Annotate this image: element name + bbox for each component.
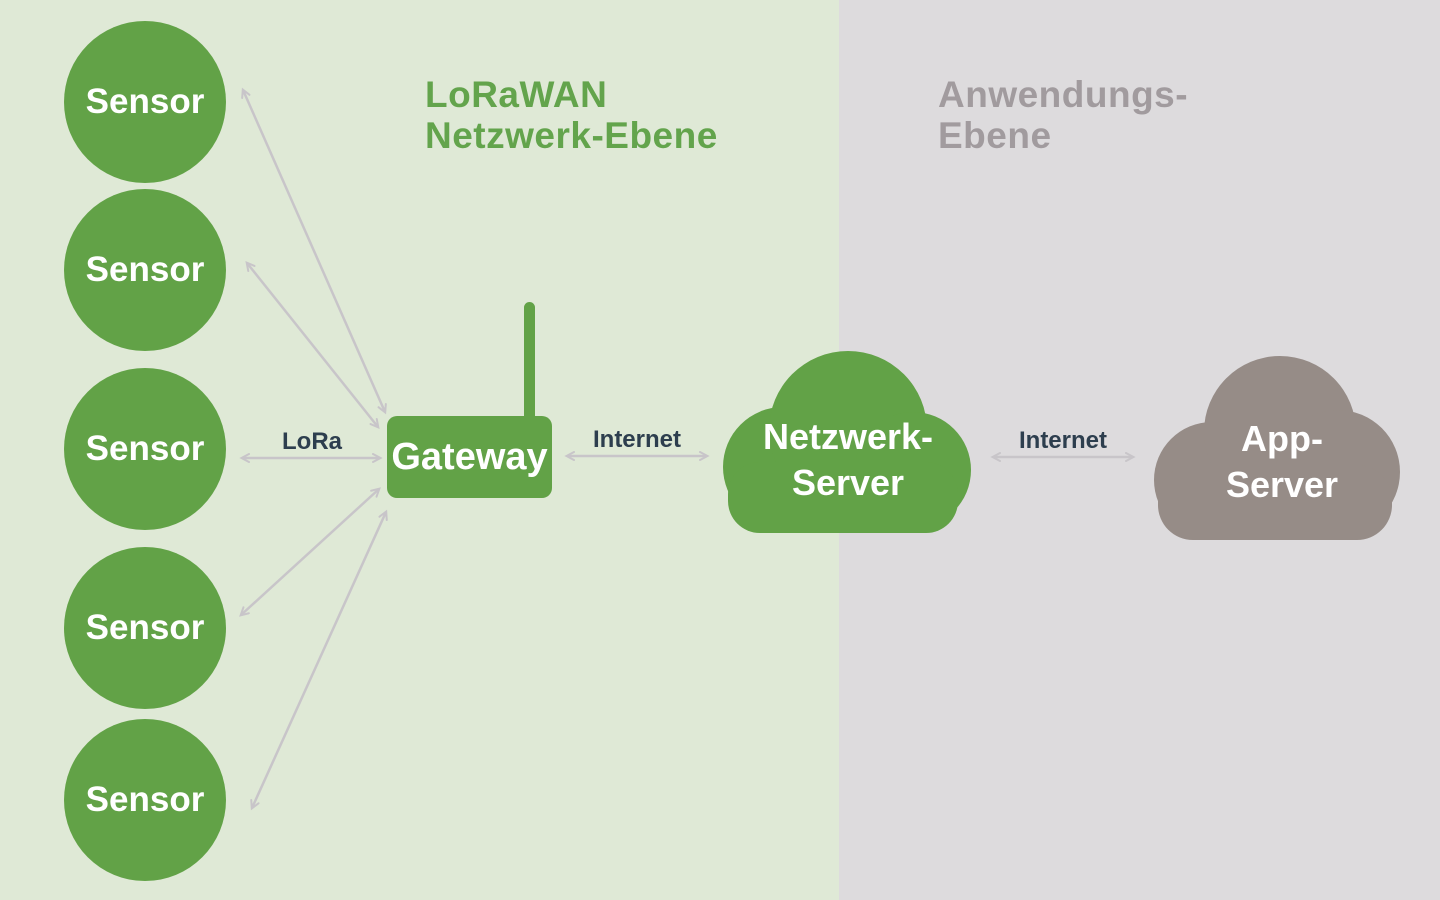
application-zone-title-line2: Ebene bbox=[938, 115, 1052, 156]
sensor5-gateway-link bbox=[250, 509, 388, 811]
sensor-node-5: Sensor bbox=[64, 719, 226, 881]
app-server-node-label: App- Server bbox=[1172, 416, 1392, 508]
sensor-node-2: Sensor bbox=[64, 189, 226, 351]
app-server-label-line1: App- bbox=[1241, 418, 1323, 459]
sensor4-gateway-link bbox=[239, 487, 381, 617]
sensor-node-3: Sensor bbox=[64, 368, 226, 530]
sensor-node-4-label: Sensor bbox=[85, 608, 205, 647]
network-server-node-label: Netzwerk- Server bbox=[738, 414, 958, 506]
sensor1-gateway-link bbox=[241, 87, 387, 415]
app-server-label-line2: Server bbox=[1225, 464, 1339, 505]
sensor-node-3-label: Sensor bbox=[85, 429, 205, 468]
network-server-cloud-shape bbox=[723, 351, 971, 533]
network-server-label-line2: Server bbox=[791, 462, 905, 503]
sensor2-gateway-link bbox=[245, 260, 380, 430]
network-zone-title-line2: Netzwerk-Ebene bbox=[425, 115, 718, 156]
gateway-node: Gateway bbox=[387, 416, 552, 498]
network-zone-title-line1: LoRaWAN bbox=[425, 74, 608, 115]
internet-app-link-label: Internet bbox=[1018, 427, 1107, 454]
application-zone-title-line1: Anwendungs- bbox=[938, 74, 1189, 115]
network-server-label-line1: Netzwerk- bbox=[762, 416, 934, 457]
network-zone-title: LoRaWAN Netzwerk-Ebene bbox=[425, 74, 718, 156]
sensor-node-5-label: Sensor bbox=[85, 780, 205, 819]
gateway-node-label: Gateway bbox=[391, 435, 548, 478]
sensor-node-2-label: Sensor bbox=[85, 250, 205, 289]
sensor-node-1-label: Sensor bbox=[85, 82, 205, 121]
application-zone-title: Anwendungs- Ebene bbox=[938, 74, 1188, 156]
lora-link-label: LoRa bbox=[282, 428, 342, 455]
sensor-node-1: Sensor bbox=[64, 21, 226, 183]
sensor-node-4: Sensor bbox=[64, 547, 226, 709]
app-server-cloud-shape bbox=[1154, 356, 1400, 540]
internet-gateway-link-label: Internet bbox=[592, 426, 681, 453]
gateway-antenna-icon bbox=[524, 302, 535, 422]
